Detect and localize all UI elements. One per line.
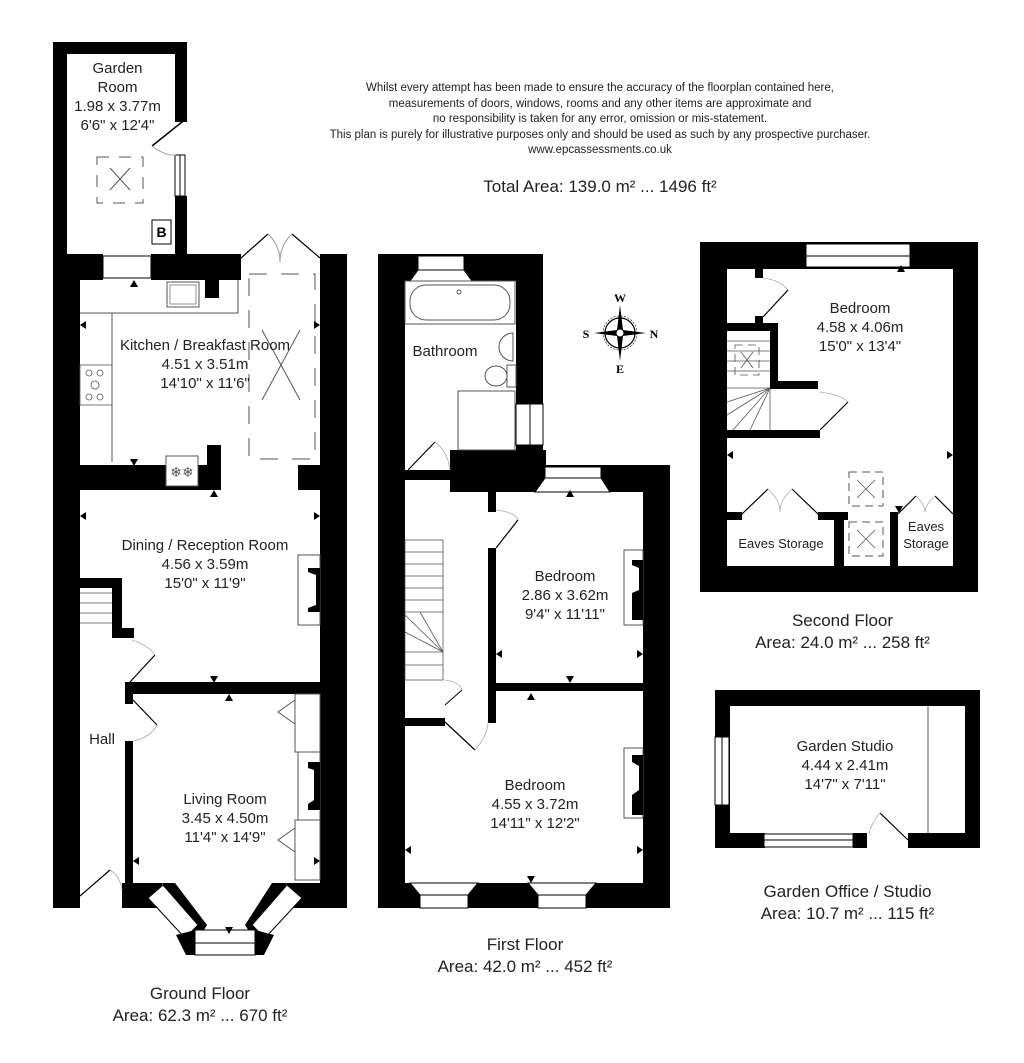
- floor-caption-first: First Floor Area: 42.0 m² ... 452 ft²: [437, 935, 613, 976]
- hob-icon: [79, 364, 113, 406]
- room-label-bedroom-large: Bedroom 4.55 x 3.72m 14'11" x 12'2": [490, 777, 580, 832]
- website-text: www.epcassessments.co.uk: [528, 144, 672, 156]
- svg-text:N: N: [650, 327, 659, 341]
- disclaimer: Whilst every attempt has been made to en…: [290, 81, 910, 159]
- disclaimer-line: no responsibility is taken for any error…: [432, 113, 768, 125]
- room-label-kitchen: Kitchen / Breakfast Room 4.51 x 3.51m 14…: [119, 337, 291, 392]
- total-area: Total Area: 139.0 m² ... 1496 ft²: [483, 177, 717, 196]
- garden-office-plan: [714, 690, 980, 848]
- floor-caption-ground: Ground Floor Area: 62.3 m² ... 670 ft²: [112, 984, 288, 1025]
- room-label-eaves-right: Eaves Storage: [903, 519, 949, 551]
- room-label-bedroom-second: Bedroom 4.58 x 4.06m 15'0" x 13'4": [816, 300, 904, 355]
- room-label-bedroom-small: Bedroom 2.86 x 3.62m 9'4" x 11'11": [521, 568, 609, 623]
- svg-text:W: W: [614, 291, 626, 305]
- floor-caption-second: Second Floor Area: 24.0 m² ... 258 ft²: [755, 611, 930, 652]
- room-label-living: Living Room 3.45 x 4.50m 11'4" x 14'9": [181, 791, 269, 846]
- compass-rose-icon: W E S N: [583, 291, 659, 376]
- boiler-label: B: [156, 224, 167, 240]
- room-label-hall: Hall: [89, 731, 115, 748]
- svg-text:E: E: [616, 362, 624, 376]
- svg-text:S: S: [583, 327, 590, 341]
- garden-room-walls: [53, 42, 187, 254]
- roof-lantern-icon: [248, 273, 316, 460]
- first-floor-plan: [378, 254, 670, 909]
- room-label-bathroom: Bathroom: [412, 343, 478, 360]
- room-label-dining: Dining / Reception Room 4.56 x 3.59m 15'…: [121, 537, 289, 592]
- svg-text:❄❄: ❄❄: [170, 464, 193, 480]
- floor-caption-garden-office: Garden Office / Studio Area: 10.7 m² ...…: [760, 882, 935, 923]
- disclaimer-line: This plan is purely for illustrative pur…: [329, 128, 871, 141]
- second-floor-plan: [700, 242, 978, 592]
- room-label-eaves-left: Eaves Storage: [738, 536, 824, 551]
- ground-floor-plan: ❄❄: [53, 42, 347, 956]
- disclaimer-line: Whilst every attempt has been made to en…: [366, 82, 834, 94]
- room-label-garden-room: Garden Room 1.98 x 3.77m 6'6" x 12'4": [74, 60, 161, 134]
- skylight-icon: [96, 156, 144, 204]
- disclaimer-line: measurements of doors, windows, rooms an…: [388, 97, 812, 110]
- room-label-garden-studio: Garden Studio 4.44 x 2.41m 14'7" x 7'11": [796, 738, 894, 793]
